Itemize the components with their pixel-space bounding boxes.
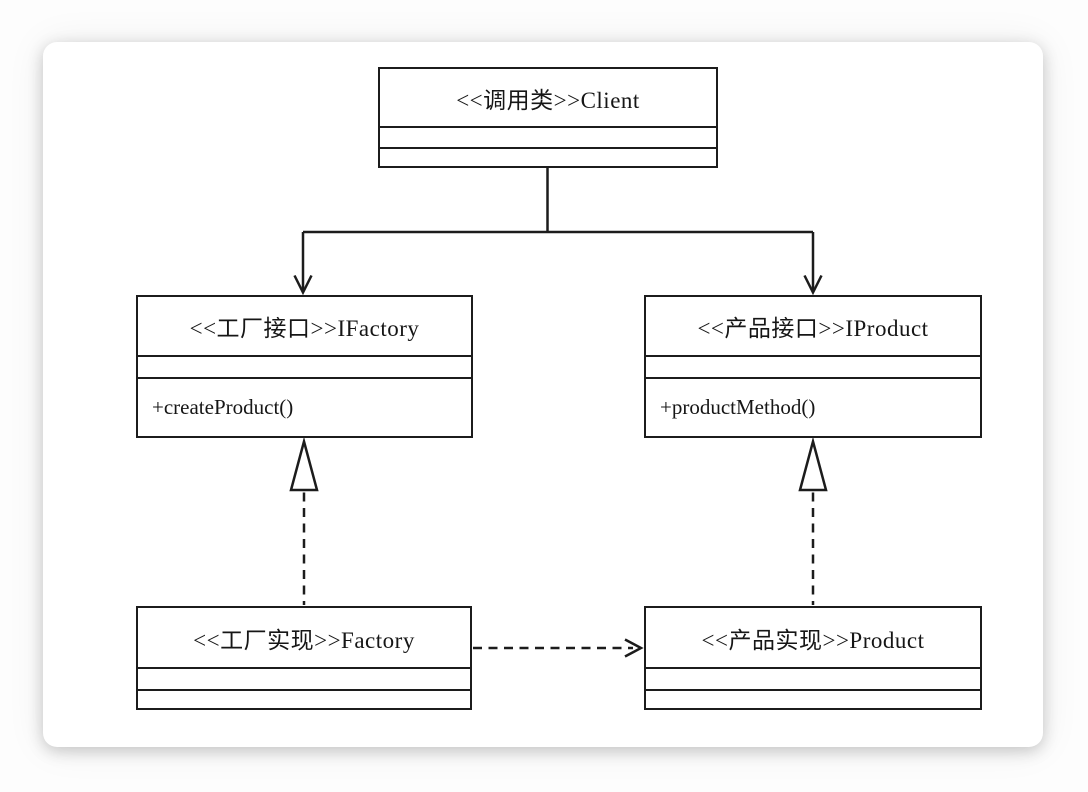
hollow-triangle-arrowhead-icon [289,436,319,492]
open-arrowhead-iproduct-icon [803,274,823,296]
client-attributes-compartment [380,126,716,147]
dependency-factory-product [473,638,644,658]
factory-attributes-compartment [138,667,470,689]
client-operations-compartment [380,147,716,166]
class-box-client: <<调用类>>Client [378,67,718,168]
iproduct-attributes-compartment [646,355,980,377]
connector-layer [289,168,828,658]
ifactory-operations-compartment: +createProduct() [138,377,471,436]
class-box-iproduct: <<产品接口>>IProduct +productMethod() [644,295,982,438]
open-arrowhead-product-icon [624,638,644,658]
ifactory-attributes-compartment [138,355,471,377]
association-lines [301,168,815,291]
realization-product-iproduct [798,436,828,605]
class-title-iproduct: <<产品接口>>IProduct [697,316,929,341]
class-title-factory: <<工厂实现>>Factory [193,627,415,653]
product-operations-compartment [646,689,980,708]
diagram-canvas: <<调用类>>Client <<工厂接口>>IFactory +createPr… [43,42,1043,747]
factory-operations-compartment [138,689,470,708]
realization-factory-ifactory [289,436,319,605]
open-arrowhead-ifactory-icon [293,274,313,296]
class-title-ifactory: <<工厂接口>>IFactory [189,316,420,341]
class-title-client: <<调用类>>Client [456,87,640,113]
product-attributes-compartment [646,667,980,689]
class-box-product: <<产品实现>>Product [644,606,982,710]
class-box-factory: <<工厂实现>>Factory [136,606,472,710]
class-title-product: <<产品实现>>Product [701,627,925,653]
class-box-ifactory: <<工厂接口>>IFactory +createProduct() [136,295,473,438]
iproduct-operations-compartment: +productMethod() [646,377,980,436]
hollow-triangle-arrowhead-icon [798,436,828,492]
association-client-to-interfaces [293,168,823,296]
diagram-card: <<调用类>>Client <<工厂接口>>IFactory +createPr… [43,42,1043,747]
